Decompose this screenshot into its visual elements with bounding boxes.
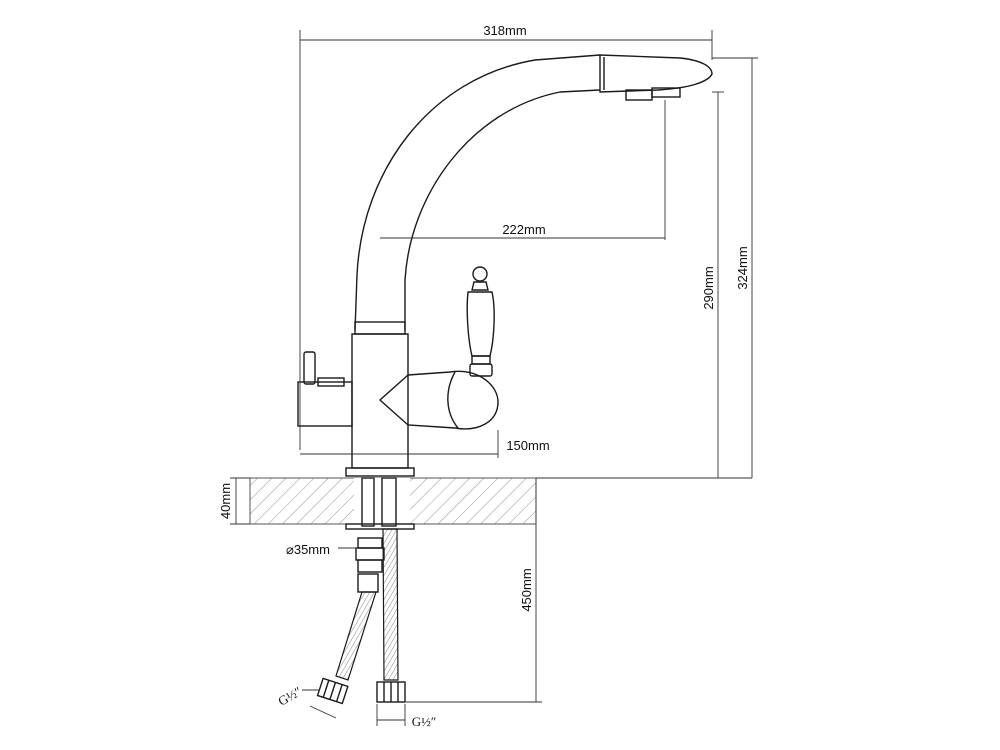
total-height-label: 324mm [735, 246, 750, 289]
faucet-spout [354, 54, 713, 331]
deck-thickness-label: 40mm [218, 483, 233, 519]
faucet-body [297, 321, 499, 477]
mounting-shank [345, 477, 415, 530]
left-connector-nut [316, 677, 349, 705]
dimension-lines [230, 30, 758, 726]
hose-length-label: 450mm [519, 568, 534, 611]
flexible-hoses [335, 528, 399, 681]
filter-lever-handle [466, 266, 495, 377]
left-connector-label: G½″ [275, 683, 304, 708]
lever-offset-label: 150mm [506, 438, 549, 453]
spout-reach-label: 318mm [483, 23, 526, 38]
hose-fittings [355, 537, 385, 593]
spout-offset-label: 222mm [502, 222, 545, 237]
countertop-deck [249, 477, 537, 525]
right-connector-label: G½″ [412, 714, 437, 729]
right-connector-nut [376, 681, 406, 703]
spout-height-label: 290mm [701, 266, 716, 309]
mount-diameter-label: ⌀35mm [286, 542, 330, 557]
